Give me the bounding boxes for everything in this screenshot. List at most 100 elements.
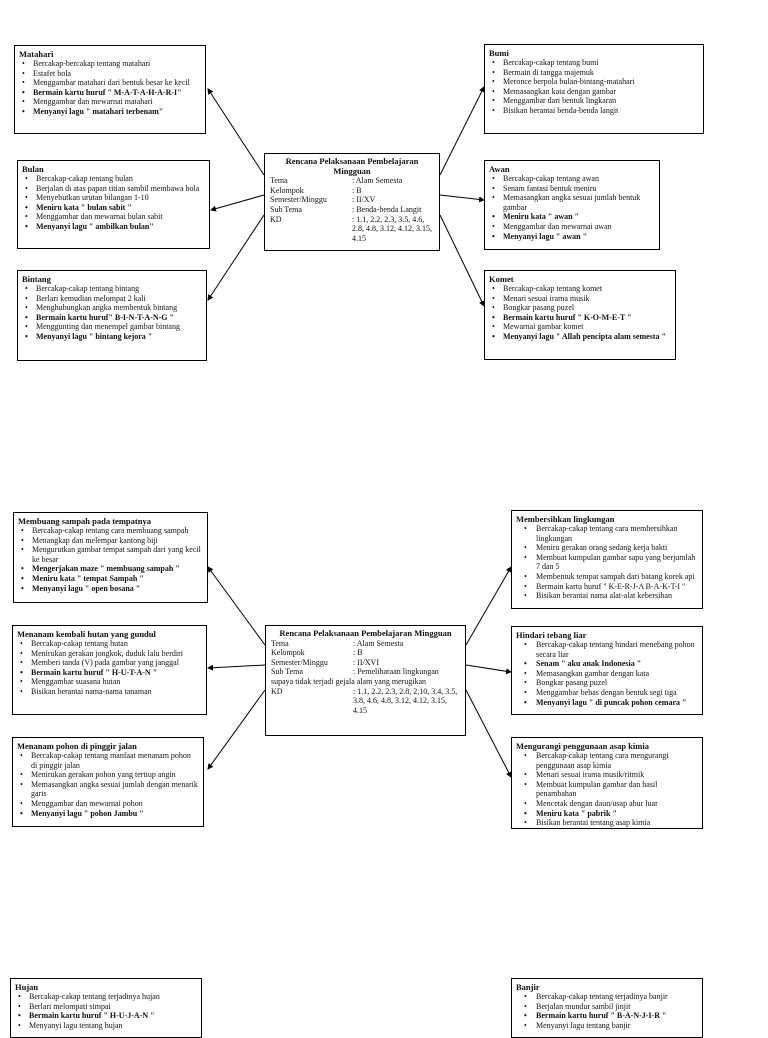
list-item: Menggambar dan mewarnai bulan sabit <box>22 212 205 222</box>
box-title: Matahari <box>19 49 54 59</box>
list-item: Menyanyi lagu " open bosana " <box>18 584 203 594</box>
list-item: Bercakap-cakap tentang manfaat menanam p… <box>17 751 199 770</box>
list-item: Mewarnai gambar komet <box>489 322 671 332</box>
box-title: Komet <box>489 274 514 284</box>
arrow-membersihkan <box>465 566 512 646</box>
list-item: Bercakap-cakap tentang hutan <box>17 639 202 649</box>
bulan-box: Bulan Bercakap-cakap tentang bulan Berja… <box>17 160 210 249</box>
list-item: Bercakap-cakap tentang terjadinya banjir <box>516 992 698 1002</box>
list-item: Menggambar bebas dengan bentuk segi tiga <box>516 688 698 698</box>
info-key: KD <box>271 686 283 696</box>
list-item: Menggambar dan mewarnai awan <box>489 222 655 232</box>
list-item: Senam fantasi bentuk meniru <box>489 184 655 194</box>
info-value: : B <box>352 185 362 195</box>
list-item: Bermain kartu huruf " K-E-R-J-A B-A-K-T-… <box>516 582 698 592</box>
list-item: Bisikan berantai nama alat-alat kebersih… <box>516 591 698 601</box>
info-value: : B <box>353 648 363 658</box>
list-item: Memasangkan angka sesuai jumlah dengan m… <box>17 780 199 799</box>
center-title: Rencana Pelaksanaan Pembelajaran Minggua… <box>279 628 452 638</box>
list-item: Menggambar dari bentuk lingkaran <box>489 96 699 106</box>
hujan-box: Hujan Bercakap-cakap tentang terjadinya … <box>10 978 202 1038</box>
list-item: Menyanyi lagu tentang banjir <box>516 1021 698 1031</box>
arrow-mengurangi <box>465 689 512 778</box>
box-title: Membersihkan lingkungan <box>516 514 615 524</box>
arrow-bumi <box>439 86 485 176</box>
list-item: Menari sesuai irama musik <box>489 294 671 304</box>
menanam-pohon-box: Menanam pohon di pinggir jalan Bercakap-… <box>12 737 204 827</box>
list-item: Bercakap-bercakap tentang matahari <box>19 59 201 69</box>
info-key: Sub Tema <box>271 667 303 677</box>
list-item: Menggambar dan mewarnai pohon <box>17 799 199 809</box>
info-key: Semester/Minggu <box>271 657 328 667</box>
box-title: Membuang sampah pada tempatnya <box>18 516 151 526</box>
box-title: Menanam kembali hutan yang gundul <box>17 629 156 639</box>
list-item: Menari sesuai irama musik/ritmik <box>516 770 698 780</box>
arrow-bulan <box>210 194 265 212</box>
banjir-box: Banjir Bercakap-cakap tentang terjadinya… <box>511 978 703 1038</box>
mengurangi-asap-box: Mengurangi penggunaan asap kimia Bercaka… <box>511 737 703 829</box>
center-title: Rencana Pelaksanaan Pembelajaran Minggua… <box>285 156 419 176</box>
arrow-membuang <box>207 566 266 646</box>
list-item: Menggambar suasana hutan <box>17 677 202 687</box>
list-item: Menyanyi lagu " pohon Jambu " <box>17 809 199 819</box>
arrow-matahari <box>207 88 265 176</box>
info-value: : Alam Semesta <box>352 176 403 186</box>
menanam-kembali-box: Menanam kembali hutan yang gundul Bercak… <box>12 625 207 715</box>
arrow-komet <box>439 214 485 307</box>
list-item: Berjalan mundur sambil jinjit <box>516 1002 698 1012</box>
list-item: Bercakap-cakap tentang komet <box>489 284 671 294</box>
info-key: Kelompok <box>271 648 305 658</box>
list-item: Bercakap-cakap tentang bumi <box>489 58 699 68</box>
box-title: Awan <box>489 164 510 174</box>
list-item: Memasangkan kata dengan gambar <box>489 87 699 97</box>
list-item: Bermain di tangga majemuk <box>489 68 699 78</box>
list-item: Meniru kata " awan " <box>489 212 655 222</box>
list-item: Menyanyi lagu " awan " <box>489 232 655 242</box>
bintang-box: Bintang Bercakap-cakap tentang bintang B… <box>17 270 207 361</box>
info-value: : Alam Semesta <box>353 638 404 648</box>
info-value: : Benda-benda Langit <box>352 204 422 214</box>
info-key: Sub Tema <box>270 204 302 214</box>
list-item: Meniru kata " tempat Sampah " <box>18 574 203 584</box>
list-item: Bermain kartu huruf " H-U-T-A-N " <box>17 668 202 678</box>
list-item: Bermain kartu huruf " H-U-J-A-N " <box>15 1011 197 1021</box>
list-item: Memasangkan gambar dengan kata <box>516 669 698 679</box>
list-item: Bermain kartu huruf " M-A-T-A-H-A-R-I" <box>19 88 201 98</box>
list-item: Bercakap-cakap tentang awan <box>489 174 655 184</box>
box-title: Banjir <box>516 982 540 992</box>
arrow-hindari <box>465 664 512 675</box>
list-item: Memasangkan angka sesuai jumlah bentuk g… <box>489 193 655 212</box>
arrow-menanam-kembali <box>207 664 266 671</box>
info-key: Kelompok <box>270 185 304 195</box>
arrow-menanam-pohon <box>207 689 266 770</box>
box-title: Hindari tebang liar <box>516 630 587 640</box>
list-item: Menggunting dan menempel gambar bintang <box>22 322 202 332</box>
info-key: Semester/Minggu <box>270 195 327 205</box>
membersihkan-box: Membersihkan lingkungan Bercakap-cakap t… <box>511 510 703 609</box>
box-title: Hujan <box>15 982 39 992</box>
list-item: Bisikan berantai tentang asap kimia <box>516 818 698 828</box>
box-title: Mengurangi penggunaan asap kimia <box>516 741 649 751</box>
list-item: Mencetak dengan daun/usap abur luar <box>516 799 698 809</box>
list-item: Bisikan berantai nama-nama tanaman <box>17 687 202 697</box>
list-item: Bermain kartu huruf" B-I-N-T-A-N-G " <box>22 313 202 323</box>
komet-box: Komet Bercakap-cakap tentang komet Menar… <box>484 270 676 360</box>
info-value: : 1.1, 2.2, 2.3, 3.5, 4.6, 2.8, 4.8, 3.1… <box>352 214 432 243</box>
box-title: Bintang <box>22 274 51 284</box>
list-item: Bercakap-cakap tentang bintang <box>22 284 202 294</box>
list-item: Bermain kartu huruf " K-O-M-E-T " <box>489 313 671 323</box>
list-item: Menyanyi lagu " matahari terbenam" <box>19 107 201 117</box>
awan-box: Awan Bercakap-cakap tentang awan Senam f… <box>484 160 660 250</box>
info-key: KD <box>270 214 282 224</box>
list-item: Membuat kumpulan gambar dan hasil penamb… <box>516 780 698 799</box>
box-title: Bumi <box>489 48 509 58</box>
list-item: Mengerjakan maze " membuang sampah " <box>18 564 203 574</box>
list-item: Berlari kemudian melompat 2 kali <box>22 294 202 304</box>
list-item: Meniru kata " pabrik " <box>516 809 698 819</box>
info-key: Tema <box>270 176 288 186</box>
list-item: Memberi tanda (V) pada gambar yang jangg… <box>17 658 202 668</box>
list-item: Menirukan gerakan jongkok, duduk lalu be… <box>17 649 202 659</box>
list-item: Berlari melompati simpai <box>15 1002 197 1012</box>
hindari-tebang-box: Hindari tebang liar Bercakap-cakap tenta… <box>511 626 703 715</box>
